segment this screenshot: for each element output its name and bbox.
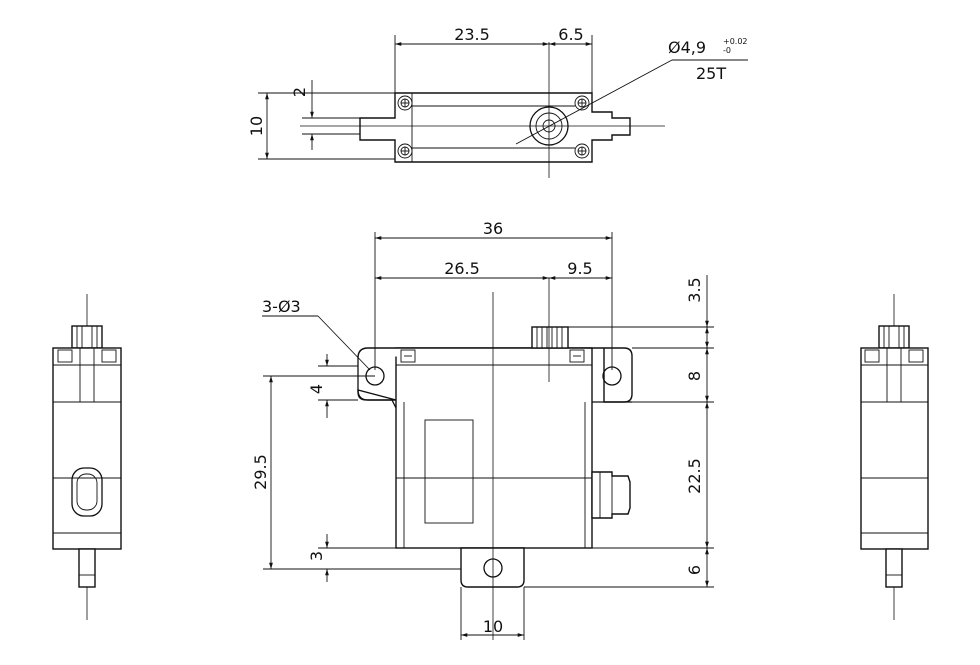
right-side-view	[860, 294, 929, 620]
dim-2-label: 2	[290, 87, 309, 97]
connector-port-icon	[71, 467, 103, 517]
dim-36-label: 36	[483, 219, 503, 238]
dim-3-5-label: 3.5	[685, 277, 704, 302]
holes-callout-label: 3-Ø3	[262, 297, 301, 316]
screw-icon	[574, 143, 590, 159]
dim-6-label: 6	[685, 565, 704, 575]
output-gear-icon	[531, 326, 569, 349]
dim-6-5-label: 6.5	[558, 25, 583, 44]
dim-3-label: 3	[307, 551, 326, 561]
shaft-tolerance-lower: -0	[723, 46, 731, 55]
dim-9-5-label: 9.5	[567, 259, 592, 278]
dim-23-5-label: 23.5	[454, 25, 490, 44]
cable-connector-icon	[591, 471, 631, 519]
top-view: 23.5 6.5 Ø4,9 +0.02 -0 25T 10 2	[247, 25, 748, 178]
shaft-tolerance-upper: +0.02	[723, 37, 748, 46]
dim-22-5-label: 22.5	[685, 458, 704, 494]
dim-10-bottom-label: 10	[483, 617, 503, 636]
dim-26-5-label: 26.5	[444, 259, 480, 278]
dim-10-label: 10	[247, 116, 266, 136]
screw-icon	[397, 143, 413, 159]
shaft-teeth-label: 25T	[696, 64, 726, 83]
bottom-mount-tab	[460, 547, 525, 588]
dim-4-label: 4	[307, 384, 326, 394]
dim-29-5-label: 29.5	[251, 454, 270, 490]
screw-icon	[574, 95, 590, 111]
label-window	[424, 419, 474, 524]
front-view: 36 26.5 9.5 3-Ø3 4 29.5 3 10	[251, 219, 714, 640]
shaft-diameter-label: Ø4,9	[668, 38, 706, 57]
screw-icon	[397, 95, 413, 111]
left-side-view	[52, 294, 122, 620]
top-view-body	[359, 92, 631, 163]
dim-8-label: 8	[685, 371, 704, 381]
